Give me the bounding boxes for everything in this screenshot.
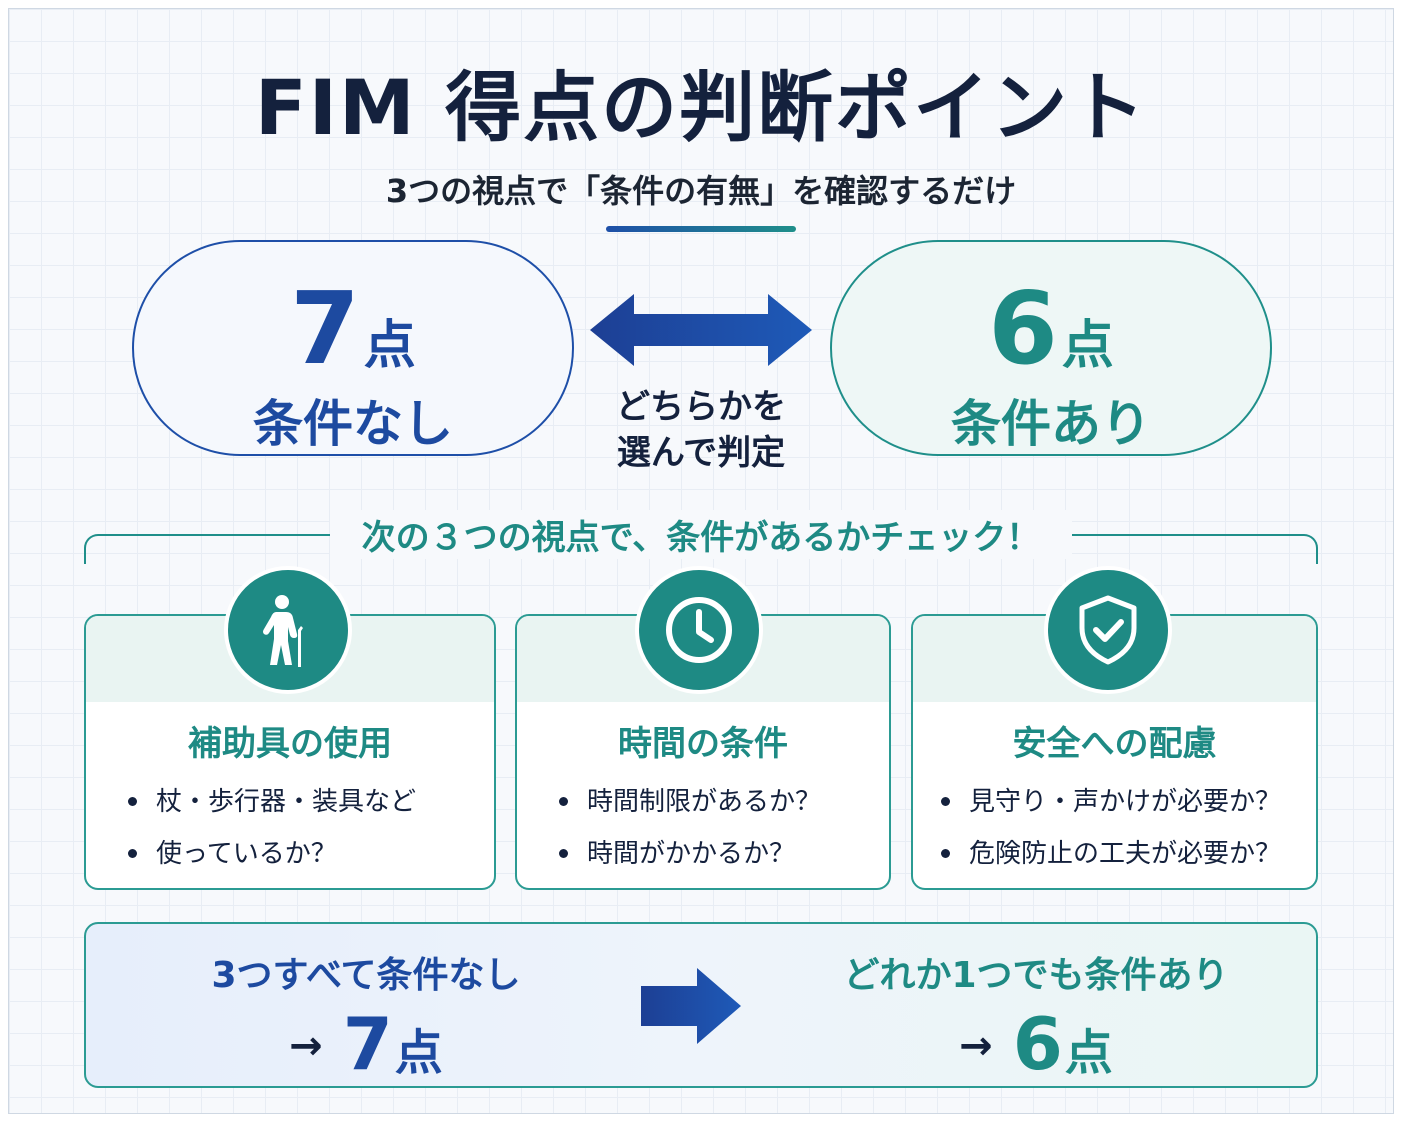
list-item: 時間がかかるか？ [557,828,879,880]
page-title: FIM 得点の判断ポイント [254,63,1148,152]
score-7-pill: 7点 条件なし [132,240,574,456]
card-bullets: 杖・歩行器・装具など 使っているか？ [126,776,484,880]
section-label: 次の３つの視点で、条件があるかチェック！ [330,510,1072,559]
clock-icon [639,570,759,690]
choose-text: どちらかを 選んで判定 [596,384,806,476]
list-item: 危険防止の工夫が必要か？ [939,828,1306,880]
score-7-condition: 条件なし [253,395,453,453]
person-with-cane-icon [228,570,348,690]
score-6-pill: 6点 条件あり [830,240,1272,456]
score-6: 6点 [832,270,1270,387]
choose-line-1: どちらかを [616,387,786,427]
score-7-unit: 点 [363,316,416,376]
shield-check-icon [1048,570,1168,690]
card-bullets: 見守り・声かけが必要か？ 危険防止の工夫が必要か？ [939,776,1306,880]
summary-box: 3つすべて条件なし →7点 どれか1つでも条件あり →6点 [84,922,1318,1088]
score-6-unit: 点 [1061,316,1114,376]
summary-right-unit: 点 [1064,1025,1113,1081]
summary-left-result: → 7点 [126,1002,606,1086]
card-bullets: 時間制限があるか？ 時間がかかるか？ [557,776,879,880]
summary-right-number: 6 [1012,1002,1063,1086]
summary-right-condition: どれか1つでも条件あり [843,955,1229,996]
card-heading: 補助具の使用 [188,724,392,764]
list-item: 杖・歩行器・装具など [126,776,484,828]
list-item: 見守り・声かけが必要か？ [939,776,1306,828]
list-item: 使っているか？ [126,828,484,880]
score-7: 7点 [134,270,572,387]
arrow-right-icon: → [289,1023,323,1069]
score-6-number: 6 [988,270,1058,387]
big-arrow-right-icon [641,968,741,1044]
card-heading: 安全への配慮 [1012,724,1217,764]
double-arrow-icon [590,294,812,366]
summary-right-result: → 6点 [786,1002,1286,1086]
score-7-number: 7 [290,270,360,387]
summary-left-number: 7 [342,1002,393,1086]
subtitle-underline [606,226,796,232]
summary-left-unit: 点 [394,1025,443,1081]
card-heading: 時間の条件 [618,724,788,764]
list-item: 時間制限があるか？ [557,776,879,828]
summary-left-condition: 3つすべて条件なし [211,955,521,996]
page-subtitle: 3つの視点で「条件の有無」を確認するだけ [385,172,1017,210]
score-6-condition: 条件あり [951,395,1151,453]
arrow-right-icon: → [959,1023,993,1069]
choose-line-2: 選んで判定 [616,433,786,473]
